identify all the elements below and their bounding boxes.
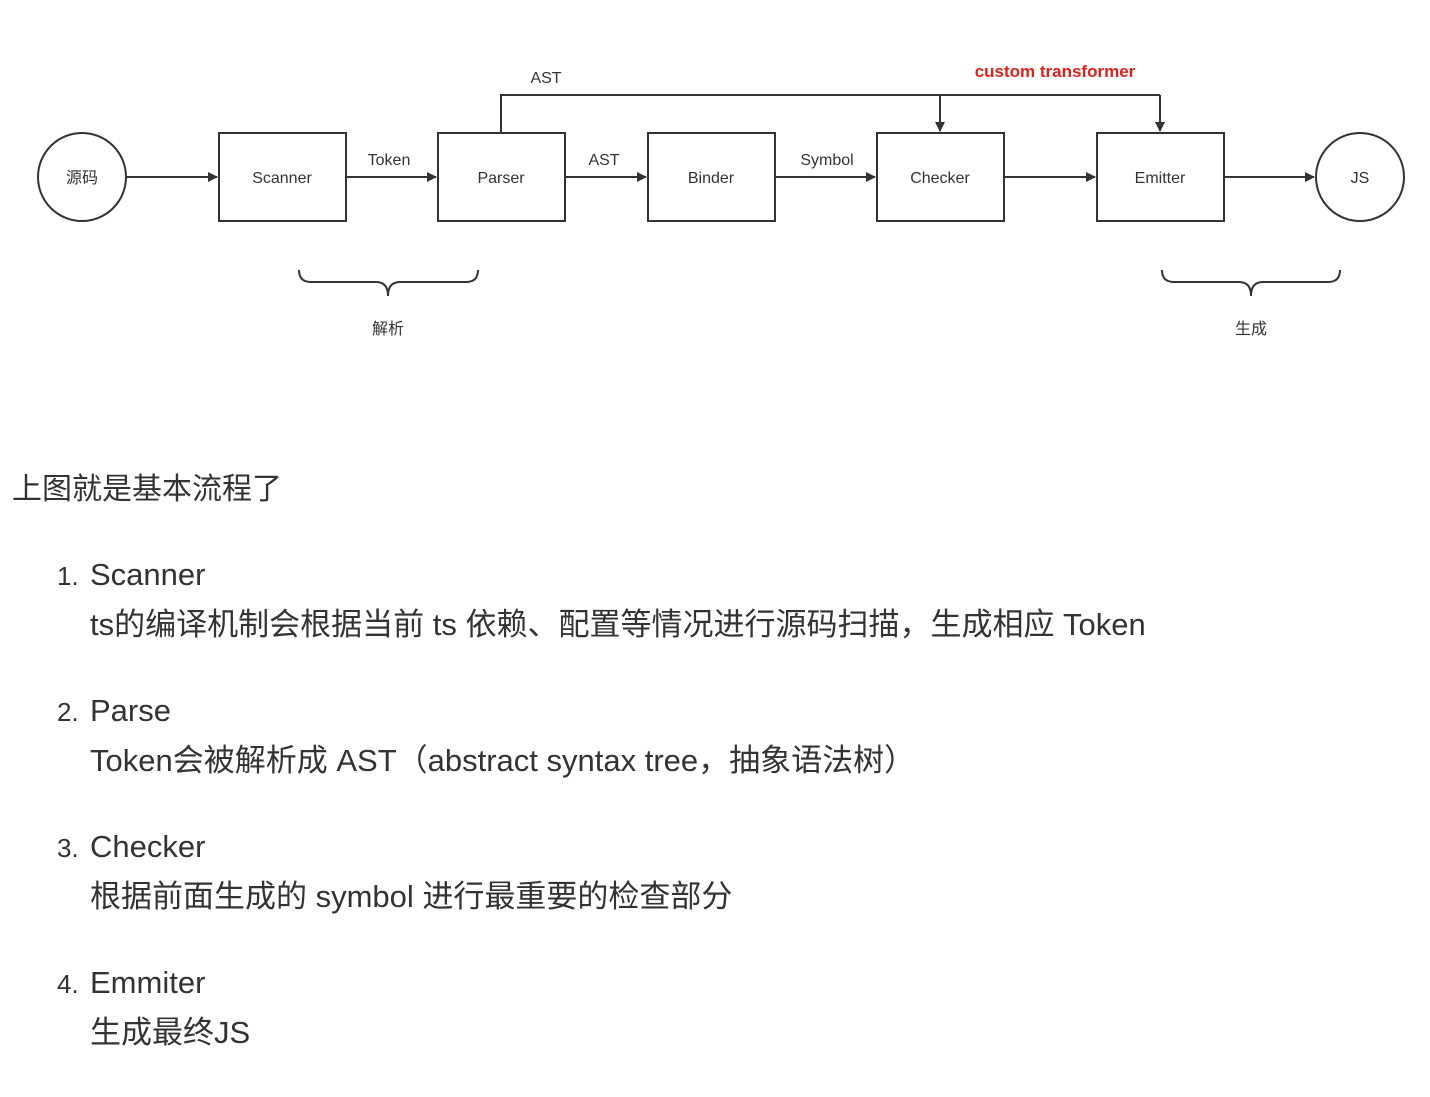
step-number: 2. <box>57 697 79 727</box>
list-item: 1. Scanner ts的编译机制会根据当前 ts 依赖、配置等情况进行源码扫… <box>0 553 1400 689</box>
step-description: ts的编译机制会根据当前 ts 依赖、配置等情况进行源码扫描，生成相应 Toke… <box>90 607 1146 642</box>
node-checker-label: Checker <box>910 170 970 187</box>
edge-label-symbol: Symbol <box>800 152 853 169</box>
brace-generate <box>1161 269 1341 297</box>
node-binder-label: Binder <box>688 170 735 187</box>
node-emitter: Emitter <box>1096 132 1225 222</box>
list-item: 2. Parse Token会被解析成 AST（abstract syntax … <box>0 689 1400 825</box>
step-number: 1. <box>57 561 79 591</box>
intro-text: 上图就是基本流程了 <box>12 473 282 506</box>
list-item: 4. Emmiter 生成最终JS <box>0 961 1400 1097</box>
step-title: Scanner <box>90 557 206 592</box>
node-parser: Parser <box>437 132 566 222</box>
steps-list: 1. Scanner ts的编译机制会根据当前 ts 依赖、配置等情况进行源码扫… <box>0 553 1400 1097</box>
step-description: 生成最终JS <box>90 1015 251 1050</box>
step-title: Emmiter <box>90 965 206 1000</box>
node-binder: Binder <box>647 132 776 222</box>
edge-label-token: Token <box>368 152 411 169</box>
step-number: 3. <box>57 833 79 863</box>
node-scanner: Scanner <box>218 132 347 222</box>
ast-bus-line <box>500 94 1160 133</box>
node-scanner-label: Scanner <box>252 170 312 187</box>
node-js-label: JS <box>1351 170 1370 187</box>
step-title: Parse <box>90 693 171 728</box>
brace-parse <box>298 269 479 297</box>
group-label-parse: 解析 <box>372 320 404 338</box>
edge-label-ast-top: AST <box>530 70 561 87</box>
edge-label-ast: AST <box>588 152 619 169</box>
step-number: 4. <box>57 969 79 999</box>
node-js: JS <box>1315 132 1405 222</box>
compiler-flow-diagram: 源码 Scanner Parser Binder Checker Emitter… <box>37 62 1405 338</box>
node-checker: Checker <box>876 132 1005 222</box>
list-item: 3. Checker 根据前面生成的 symbol 进行最重要的检查部分 <box>0 825 1400 961</box>
step-description: 根据前面生成的 symbol 进行最重要的检查部分 <box>90 879 733 914</box>
node-source-label: 源码 <box>66 169 98 187</box>
step-title: Checker <box>90 829 206 864</box>
node-parser-label: Parser <box>477 170 525 187</box>
node-emitter-label: Emitter <box>1135 170 1186 187</box>
group-label-generate: 生成 <box>1235 320 1267 338</box>
edge-label-custom-transformer: custom transformer <box>975 62 1136 81</box>
step-description: Token会被解析成 AST（abstract syntax tree，抽象语法… <box>90 743 916 778</box>
node-source: 源码 <box>37 132 127 222</box>
